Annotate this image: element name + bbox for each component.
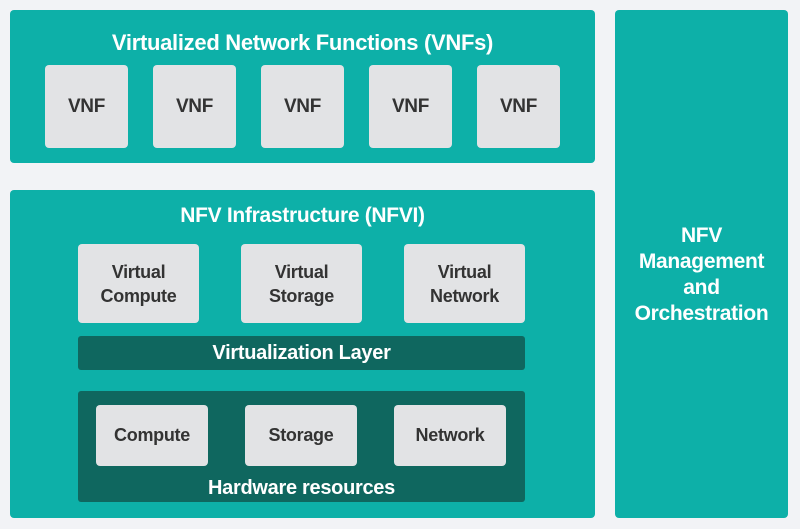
mano-title: NFV Management and Orchestration — [634, 224, 769, 325]
virtualization-layer-label: Virtualization Layer — [212, 342, 391, 364]
hardware-resources-label: Hardware resources — [208, 477, 395, 499]
vnf-layer-panel: Virtualized Network Functions (VNFs) VNF… — [10, 10, 595, 163]
mano-panel: NFV Management and Orchestration — [615, 10, 788, 518]
virtual-storage-box: Virtual Storage — [241, 244, 362, 323]
vnf-layer-title: Virtualized Network Functions (VNFs) — [111, 30, 494, 55]
vnf-box: VNF — [45, 65, 128, 148]
nfvi-panel: NFV Infrastructure (NFVI) Virtual Comput… — [10, 190, 595, 518]
hardware-network-box: Network — [394, 405, 506, 466]
vnf-box: VNF — [369, 65, 452, 148]
hardware-resources-panel: Compute Storage Network Hardware resourc… — [78, 391, 525, 502]
hardware-storage-box: Storage — [245, 405, 357, 466]
virtual-network-box: Virtual Network — [404, 244, 525, 323]
hardware-compute-box: Compute — [96, 405, 208, 466]
vnf-box: VNF — [261, 65, 344, 148]
vnf-box: VNF — [153, 65, 236, 148]
nfvi-title: NFV Infrastructure (NFVI) — [180, 204, 425, 227]
virtual-compute-box: Virtual Compute — [78, 244, 199, 323]
virtualization-layer-bar: Virtualization Layer — [78, 336, 525, 370]
vnf-box: VNF — [477, 65, 560, 148]
